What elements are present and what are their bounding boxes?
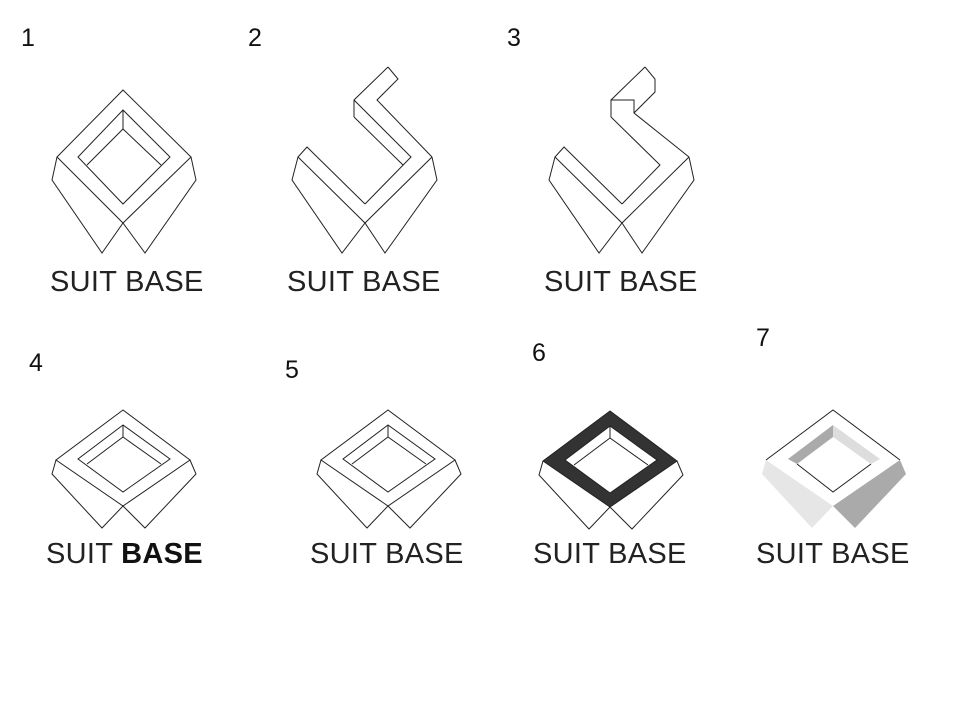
logo-wordmark: SUIT BASE <box>287 266 441 298</box>
variant-number: 5 <box>285 356 299 384</box>
variant-number: 4 <box>29 349 43 377</box>
variant-number: 6 <box>532 339 546 367</box>
logo-variant-5 <box>316 409 462 529</box>
variant-number: 7 <box>756 324 770 352</box>
logo-variant-7 <box>762 409 906 528</box>
logo-wordmark: SUIT BASE <box>544 266 698 298</box>
wordmark-regular: SUIT <box>46 538 122 570</box>
wordmark-bold: BASE <box>121 538 203 570</box>
logo-variant-4 <box>51 409 197 529</box>
variant-number: 3 <box>507 24 521 52</box>
logo-wordmark: SUIT BASE <box>46 538 203 571</box>
variant-number: 2 <box>248 24 262 52</box>
logo-variant-3 <box>548 66 695 254</box>
logo-variant-6 <box>538 410 684 530</box>
logo-wordmark: SUIT BASE <box>533 538 687 570</box>
logo-wordmark: SUIT BASE <box>50 266 204 298</box>
logo-wordmark: SUIT BASE <box>756 538 910 570</box>
logo-wordmark: SUIT BASE <box>310 538 464 570</box>
logo-variant-2 <box>291 66 438 254</box>
variant-number: 1 <box>21 24 35 52</box>
logo-variant-1 <box>51 89 197 254</box>
